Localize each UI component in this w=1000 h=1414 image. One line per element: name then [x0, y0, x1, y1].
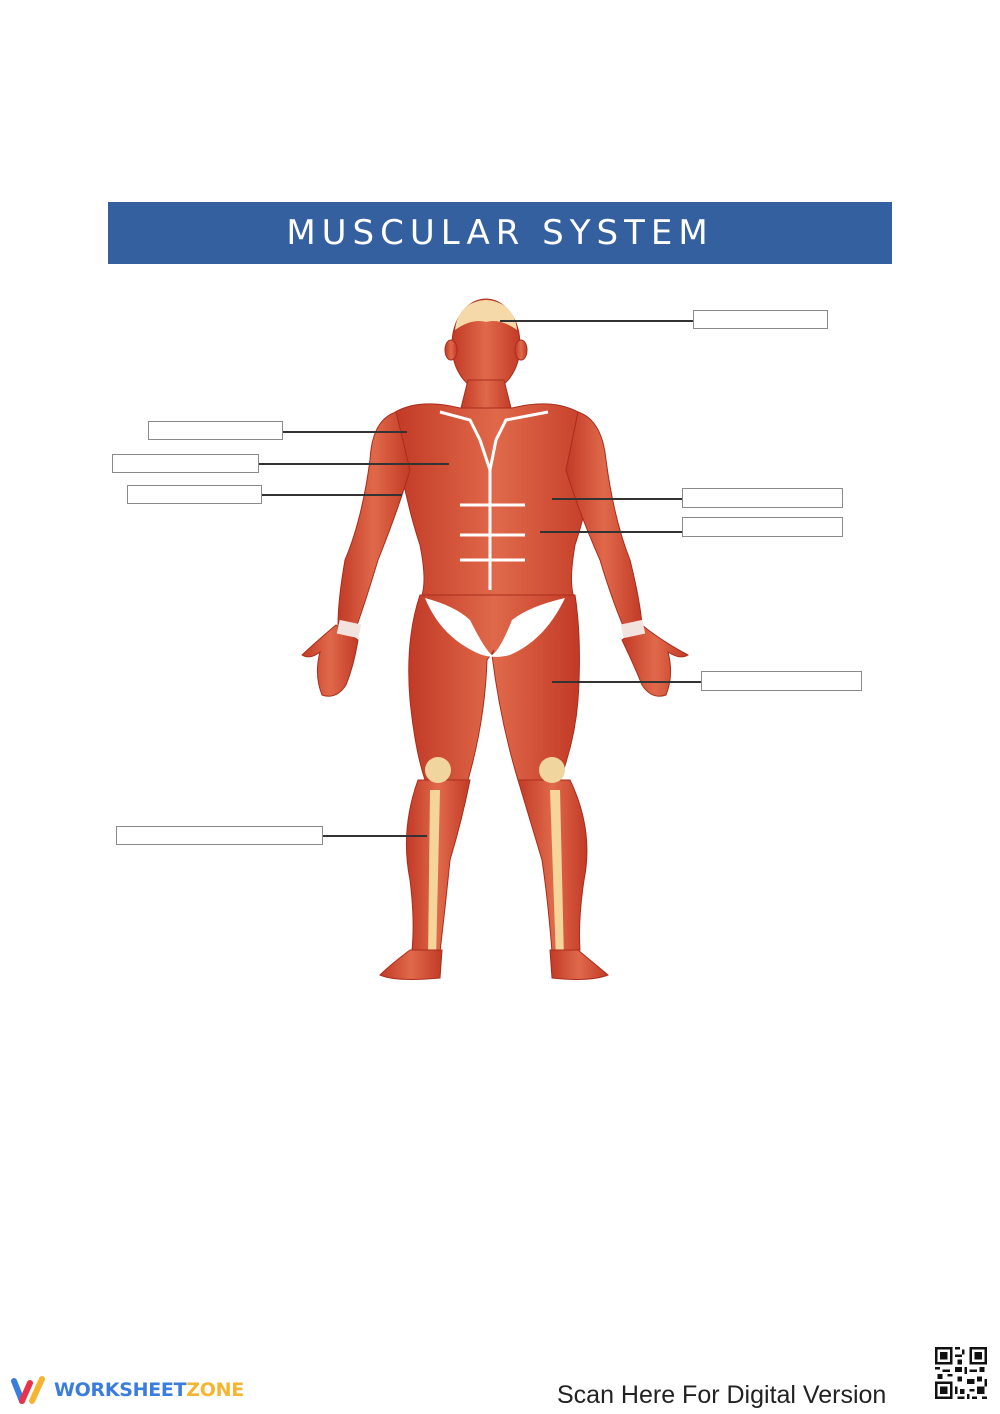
brand-name-part2: ZONE — [186, 1379, 244, 1401]
label-box-chest[interactable] — [112, 454, 259, 473]
label-box-head[interactable] — [693, 310, 828, 329]
qr-code-icon[interactable] — [930, 1342, 992, 1404]
body-figure — [301, 298, 689, 980]
leader-line-upper-arm — [262, 494, 402, 496]
leader-line-abdomen — [540, 531, 682, 533]
leader-line-shoulder — [282, 431, 407, 433]
leader-line-head — [500, 320, 693, 322]
label-box-lower-leg[interactable] — [116, 826, 323, 845]
leader-line-chest — [259, 463, 449, 465]
label-box-shoulder[interactable] — [148, 421, 283, 440]
leader-line-side — [552, 498, 682, 500]
worksheetzone-logo[interactable]: WORKSHEETZONE — [10, 1375, 244, 1405]
page-title: MUSCULAR SYSTEM — [286, 213, 714, 253]
brand-name: WORKSHEETZONE — [54, 1379, 244, 1401]
brand-name-part1: WORKSHEET — [54, 1379, 187, 1401]
label-box-abdomen[interactable] — [682, 517, 843, 537]
leader-line-lower-leg — [323, 835, 427, 837]
label-box-side[interactable] — [682, 488, 843, 508]
scan-instruction: Scan Here For Digital Version — [557, 1381, 887, 1409]
title-banner: MUSCULAR SYSTEM — [108, 202, 892, 264]
label-box-upper-arm[interactable] — [127, 485, 262, 504]
leader-line-thigh — [552, 681, 701, 683]
label-box-thigh[interactable] — [701, 671, 862, 691]
logo-w-icon — [11, 1376, 45, 1404]
